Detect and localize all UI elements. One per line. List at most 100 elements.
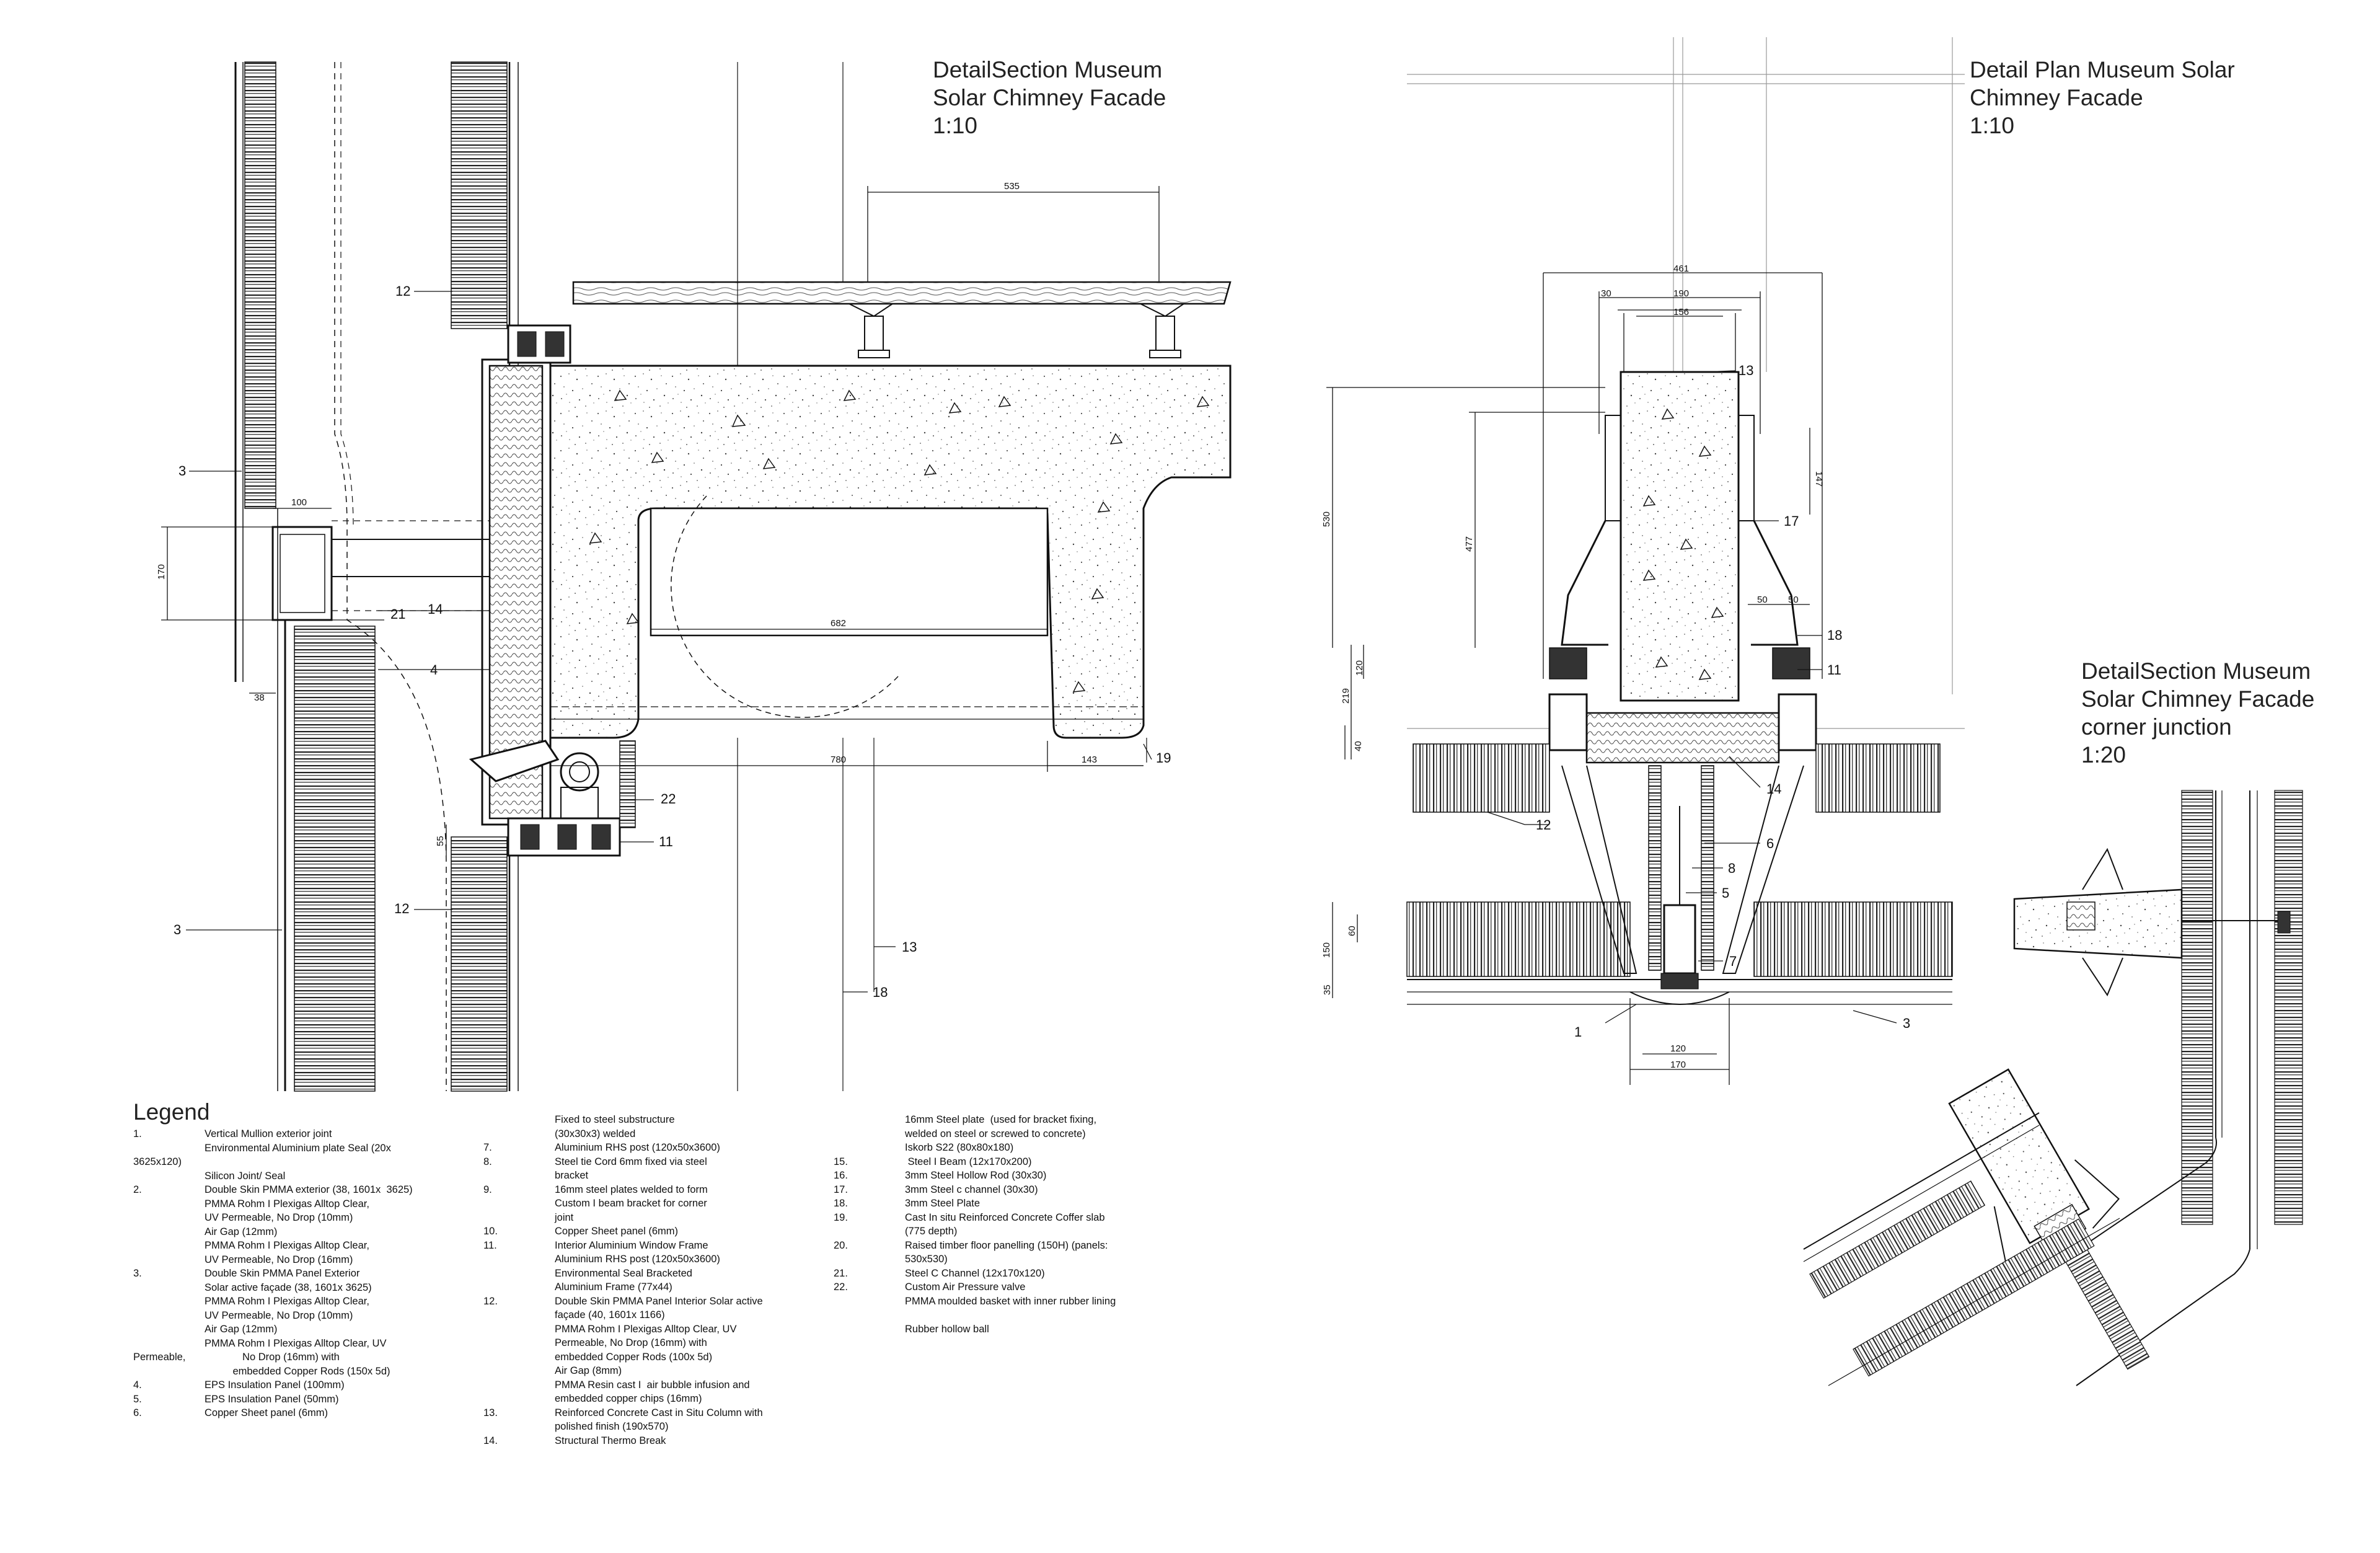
legend-number: 5. (133, 1393, 142, 1405)
callout-number: 18 (1827, 627, 1842, 643)
legend-text: Copper Sheet panel (6mm) (555, 1226, 679, 1237)
legend-entry: 22.Custom Air Pressure valve PMMA moulde… (834, 1280, 1181, 1336)
dimension-label: 219 (1341, 688, 1351, 704)
legend-entry: 7. Aluminium RHS post (120x50x3600) (483, 1141, 831, 1155)
legend-entry: 10. Copper Sheet panel (6mm) (483, 1224, 831, 1239)
dimension-label: 35 (1322, 984, 1333, 995)
corner-title-line: DetailSection Museum (2081, 658, 2311, 684)
section-title-line: Solar Chimney Facade (933, 85, 1166, 110)
dimension-label: 156 (1673, 307, 1689, 317)
dimension-label: 477 (1464, 536, 1474, 552)
dimension-label: 120 (1354, 660, 1365, 676)
corner-title: DetailSection Museum Solar Chimney Facad… (2081, 657, 2314, 769)
dimension-label: 60 (1347, 926, 1357, 936)
dimension-label: 55 (435, 836, 446, 846)
corner-title-line: Solar Chimney Facade (2081, 686, 2315, 712)
legend-number: 16. (834, 1170, 848, 1181)
legend-number: 17. (834, 1184, 848, 1195)
corner-junction-drawing (1803, 790, 2303, 1386)
legend-entry: 18.3mm Steel Plate (834, 1197, 1181, 1211)
legend-title: Legend (133, 1099, 210, 1125)
legend-column-3: 16mm Steel plate (used for bracket fixin… (834, 1113, 1181, 1336)
plan-outer-fins-right (1753, 901, 1953, 977)
section-title: DetailSection Museum Solar Chimney Facad… (933, 56, 1166, 139)
callout-number: 3 (1903, 1015, 1910, 1031)
legend-entry: 5.EPS Insulation Panel (50mm) (133, 1392, 480, 1407)
dimension-label: 535 (1004, 181, 1020, 192)
legend-number: 11. (483, 1239, 497, 1251)
legend-text: Copper Sheet panel (6mm) (205, 1407, 328, 1418)
legend-number: 12. (483, 1295, 498, 1307)
legend-text: 3mm Steel c channel (30x30) (905, 1184, 1038, 1195)
legend-number: 3. (133, 1268, 142, 1279)
dimension-label: 461 (1673, 263, 1689, 274)
legend-entry: 11. Interior Aluminium Window Frame Alumi… (483, 1239, 831, 1294)
dimension-label: 38 (254, 692, 265, 703)
legend-number: 10. (483, 1226, 498, 1237)
legend-number: 4. (133, 1379, 142, 1391)
legend-text: 16mm steel plates welded to form Custom … (555, 1184, 708, 1223)
callout-number: 4 (430, 662, 438, 678)
callout-number: 12 (1536, 817, 1551, 833)
legend-text: Permeable, No Drop (16mm) with embedded … (133, 1352, 390, 1377)
legend-text: 16mm Steel plate (used for bracket fixin… (905, 1114, 1097, 1153)
legend-text: Steel C Channel (12x170x120) (905, 1267, 1045, 1279)
callout-number: 13 (902, 939, 917, 955)
callout-number: 1 (1574, 1024, 1582, 1040)
legend-number: 1. (133, 1128, 142, 1139)
legend-text: 3mm Steel Hollow Rod (30x30) (905, 1170, 1047, 1181)
inner-facade-fins-lower (451, 836, 508, 1092)
legend-text: Interior Aluminium Window Frame Aluminiu… (555, 1239, 720, 1293)
legend-entry: 20. Raised timber floor panelling (150H) … (834, 1239, 1181, 1267)
callout-number: 12 (395, 283, 410, 299)
legend-entry: 2.Double Skin PMMA exterior (38, 1601x 3… (133, 1183, 480, 1267)
legend-text: 3625x120) (133, 1156, 182, 1167)
inner-facade-fins-upper (451, 61, 508, 329)
raised-timber-floor (572, 281, 1232, 305)
legend-number: 19. (834, 1211, 848, 1223)
legend-text: Aluminium RHS post (120x50x3600) (555, 1142, 720, 1153)
legend-text: Raised timber floor panelling (150H) (pa… (905, 1239, 1108, 1265)
dimension-label: 120 (1670, 1043, 1686, 1054)
legend-number: 15. (834, 1156, 848, 1167)
callout-number: 19 (1156, 750, 1171, 766)
callout-number: 3 (178, 463, 186, 479)
legend-number: 14. (483, 1435, 498, 1446)
dimension-label: 100 (291, 497, 307, 508)
legend-text: Custom Air Pressure valve PMMA moulded b… (905, 1281, 1116, 1335)
callout-number: 11 (1827, 662, 1841, 678)
plan-title-line: Detail Plan Museum Solar (1970, 57, 2235, 82)
legend-number: 8. (483, 1156, 492, 1167)
dimension-label: 40 (1353, 741, 1364, 751)
legend-text: Double Skin PMMA Panel Exterior Solar ac… (205, 1268, 387, 1349)
legend-entry: 13.Reinforced Concrete Cast in Situ Colu… (483, 1406, 831, 1434)
corner-scale: 1:20 (2081, 742, 2127, 768)
dimension-label: 190 (1673, 288, 1689, 299)
plan-inner-fins-right (1815, 743, 1941, 813)
concrete-column (1620, 371, 1740, 702)
dimension-label: 30 (1601, 288, 1611, 299)
legend-number: 20. (834, 1239, 848, 1251)
outer-facade-fins-upper (244, 61, 276, 509)
air-pressure-valve (469, 740, 560, 782)
legend-text: Double Skin PMMA exterior (38, 1601x 362… (205, 1184, 413, 1265)
legend-number: 9. (483, 1184, 492, 1195)
callout-number: 6 (1766, 836, 1774, 851)
callout-number: 17 (1784, 513, 1799, 529)
outer-facade-fins-lower (294, 626, 376, 1092)
plan-scale: 1:10 (1970, 113, 2015, 138)
legend-entry: Permeable, No Drop (16mm) with embedded … (133, 1350, 480, 1378)
legend-entry: 3625x120) (133, 1155, 480, 1169)
legend-column-1: 1.Vertical Mullion exterior joint Enviro… (133, 1127, 480, 1420)
legend-number: 6. (133, 1407, 142, 1418)
section-title-line: DetailSection Museum (933, 57, 1163, 82)
legend-text: Structural Thermo Break (555, 1435, 666, 1446)
legend-number: 7. (483, 1142, 492, 1153)
legend-entry: 9. 16mm steel plates welded to form Custo… (483, 1183, 831, 1225)
section-scale: 1:10 (933, 113, 978, 138)
